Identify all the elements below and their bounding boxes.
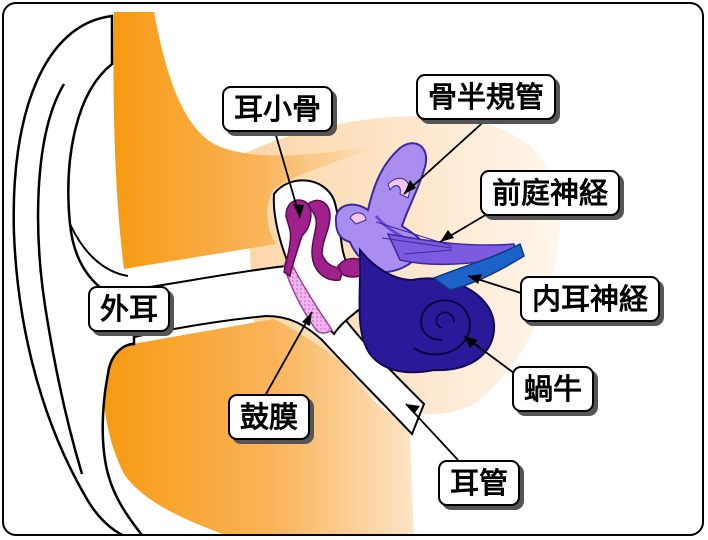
label-eardrum: 鼓膜 [228, 394, 311, 440]
label-ossicles: 耳小骨 [222, 86, 334, 132]
skull-upper [113, 12, 385, 269]
label-cochlea: 蝸牛 [512, 366, 595, 412]
label-cochlear-nerve: 内耳神経 [520, 276, 661, 322]
ossicles [283, 199, 367, 281]
cochlea [358, 247, 496, 374]
ear-canal [103, 264, 426, 436]
label-semicircular-canals: 骨半規管 [416, 74, 557, 120]
incus [307, 199, 346, 281]
label-vestibular-nerve: 前庭神経 [480, 170, 621, 216]
auricle-fold [36, 83, 84, 475]
label-ear-canal: 耳管 [438, 460, 521, 506]
label-outer-ear: 外耳 [88, 286, 171, 332]
auricle-inner [69, 223, 129, 277]
eardrum [283, 254, 334, 334]
malleus [283, 199, 312, 278]
ear-anatomy-illustration [12, 12, 561, 534]
arrowheads [293, 180, 482, 414]
auricle [12, 14, 143, 534]
cochlear-nerve [432, 242, 525, 291]
